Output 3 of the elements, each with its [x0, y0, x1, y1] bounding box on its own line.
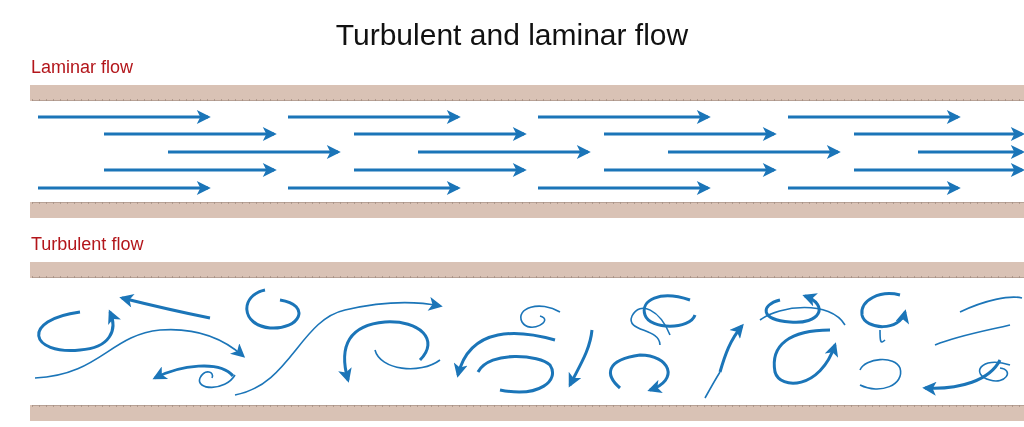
section-heading: Laminar flow [31, 57, 134, 78]
section-heading: Turbulent flow [31, 234, 144, 255]
title: Turbulent and laminar flow [334, 18, 690, 52]
